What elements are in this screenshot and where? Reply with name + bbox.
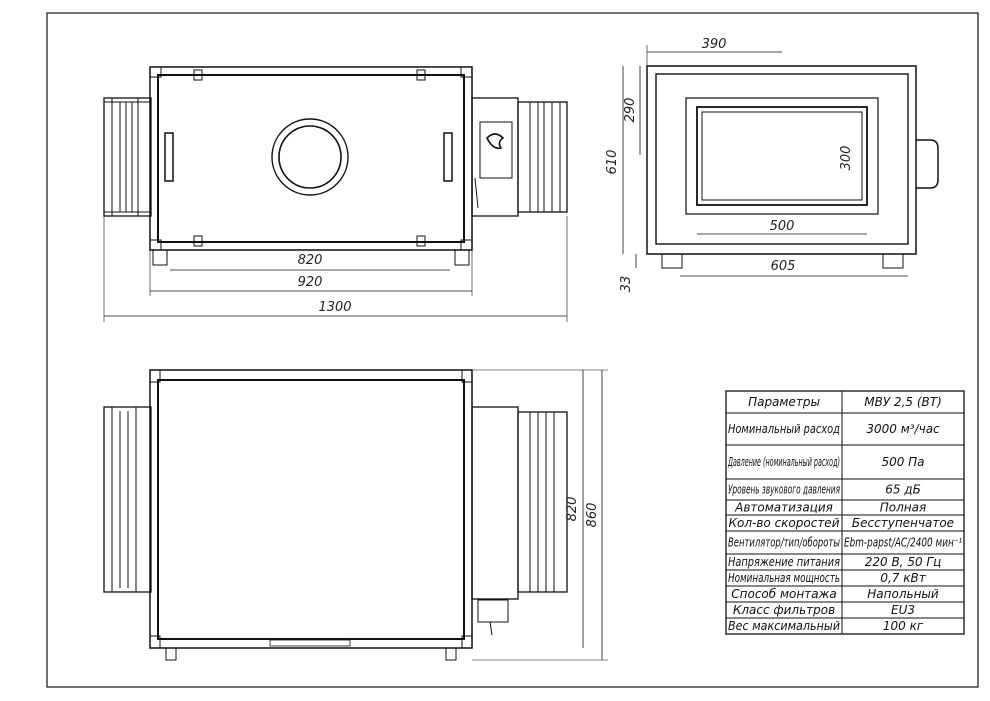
table-value: Напольный [867, 587, 939, 601]
table-param: Напряжение питания [728, 555, 840, 569]
side-casing [646, 65, 917, 255]
dim-605: 605 [771, 259, 796, 274]
left-handle [164, 132, 174, 182]
table-header-param: Параметры [748, 395, 820, 409]
dim-33: 33 [619, 276, 634, 293]
top-view: 820 860 [103, 369, 608, 661]
table-param: Кол-во скоростей [728, 516, 839, 530]
side-handle [916, 139, 939, 189]
dim-820: 820 [298, 253, 323, 268]
inspection-port [271, 118, 349, 196]
dim-860: 860 [585, 503, 600, 528]
parameters-table: Параметры МВУ 2,5 (ВТ) Номинальный расход 3… [725, 390, 965, 635]
table-value: 0,7 кВт [880, 571, 926, 585]
table-param: Уровень звукового давления [728, 483, 840, 497]
unit-casing [149, 66, 473, 251]
dim-820-vertical: 820 [565, 497, 580, 522]
table-value: 3000 м³/час [866, 422, 940, 436]
table-value: Бесступенчатое [852, 516, 954, 530]
dim-610: 610 [605, 150, 620, 175]
service-panel [157, 74, 465, 243]
table-value: 500 Па [881, 455, 924, 469]
fan-housing [471, 97, 519, 217]
damper-actuator-icon [486, 133, 505, 150]
top-casing [149, 369, 473, 649]
table-param: Давление (номинальный расход) [727, 455, 840, 469]
table-value: 100 кг [883, 619, 924, 633]
table-header-value: МВУ 2,5 (ВТ) [864, 395, 942, 409]
right-duct-connector-top [517, 411, 568, 593]
table-param: Класс фильтров [733, 603, 835, 617]
drawing-frame [46, 12, 979, 688]
table-value: Ebm-papst/AC/2400 мин⁻¹ [844, 536, 962, 550]
table-border [725, 390, 965, 635]
table-value: EU3 [891, 603, 915, 617]
table-param: Вентилятор/тип/обороты [728, 536, 840, 550]
right-handle [443, 132, 453, 182]
left-duct-connector-top [103, 406, 152, 593]
table-param: Способ монтажа [731, 587, 836, 601]
actuator-box [479, 121, 513, 179]
table-param: Номинальный расход [728, 422, 840, 436]
side-view: 390 290 610 300 500 605 33 [605, 37, 939, 293]
table-param: Номинальная мощность [728, 571, 840, 585]
table-value: Полная [880, 501, 926, 515]
table-value: 65 дБ [885, 483, 921, 497]
dim-390: 390 [702, 37, 727, 52]
table-param: Вес максимальный [728, 619, 840, 633]
table-value: 220 В, 50 Гц [865, 555, 942, 569]
front-view: 820 920 1300 [103, 66, 568, 322]
dim-290: 290 [623, 98, 638, 123]
dim-300: 300 [839, 146, 854, 171]
table-param: Автоматизация [734, 501, 833, 515]
dim-920: 920 [298, 275, 323, 290]
actuator-top [477, 599, 509, 623]
right-duct-connector [517, 101, 568, 213]
dim-500: 500 [770, 219, 795, 234]
left-duct-connector [103, 97, 152, 217]
dim-1300: 1300 [318, 300, 351, 315]
filter-frame [685, 97, 879, 215]
